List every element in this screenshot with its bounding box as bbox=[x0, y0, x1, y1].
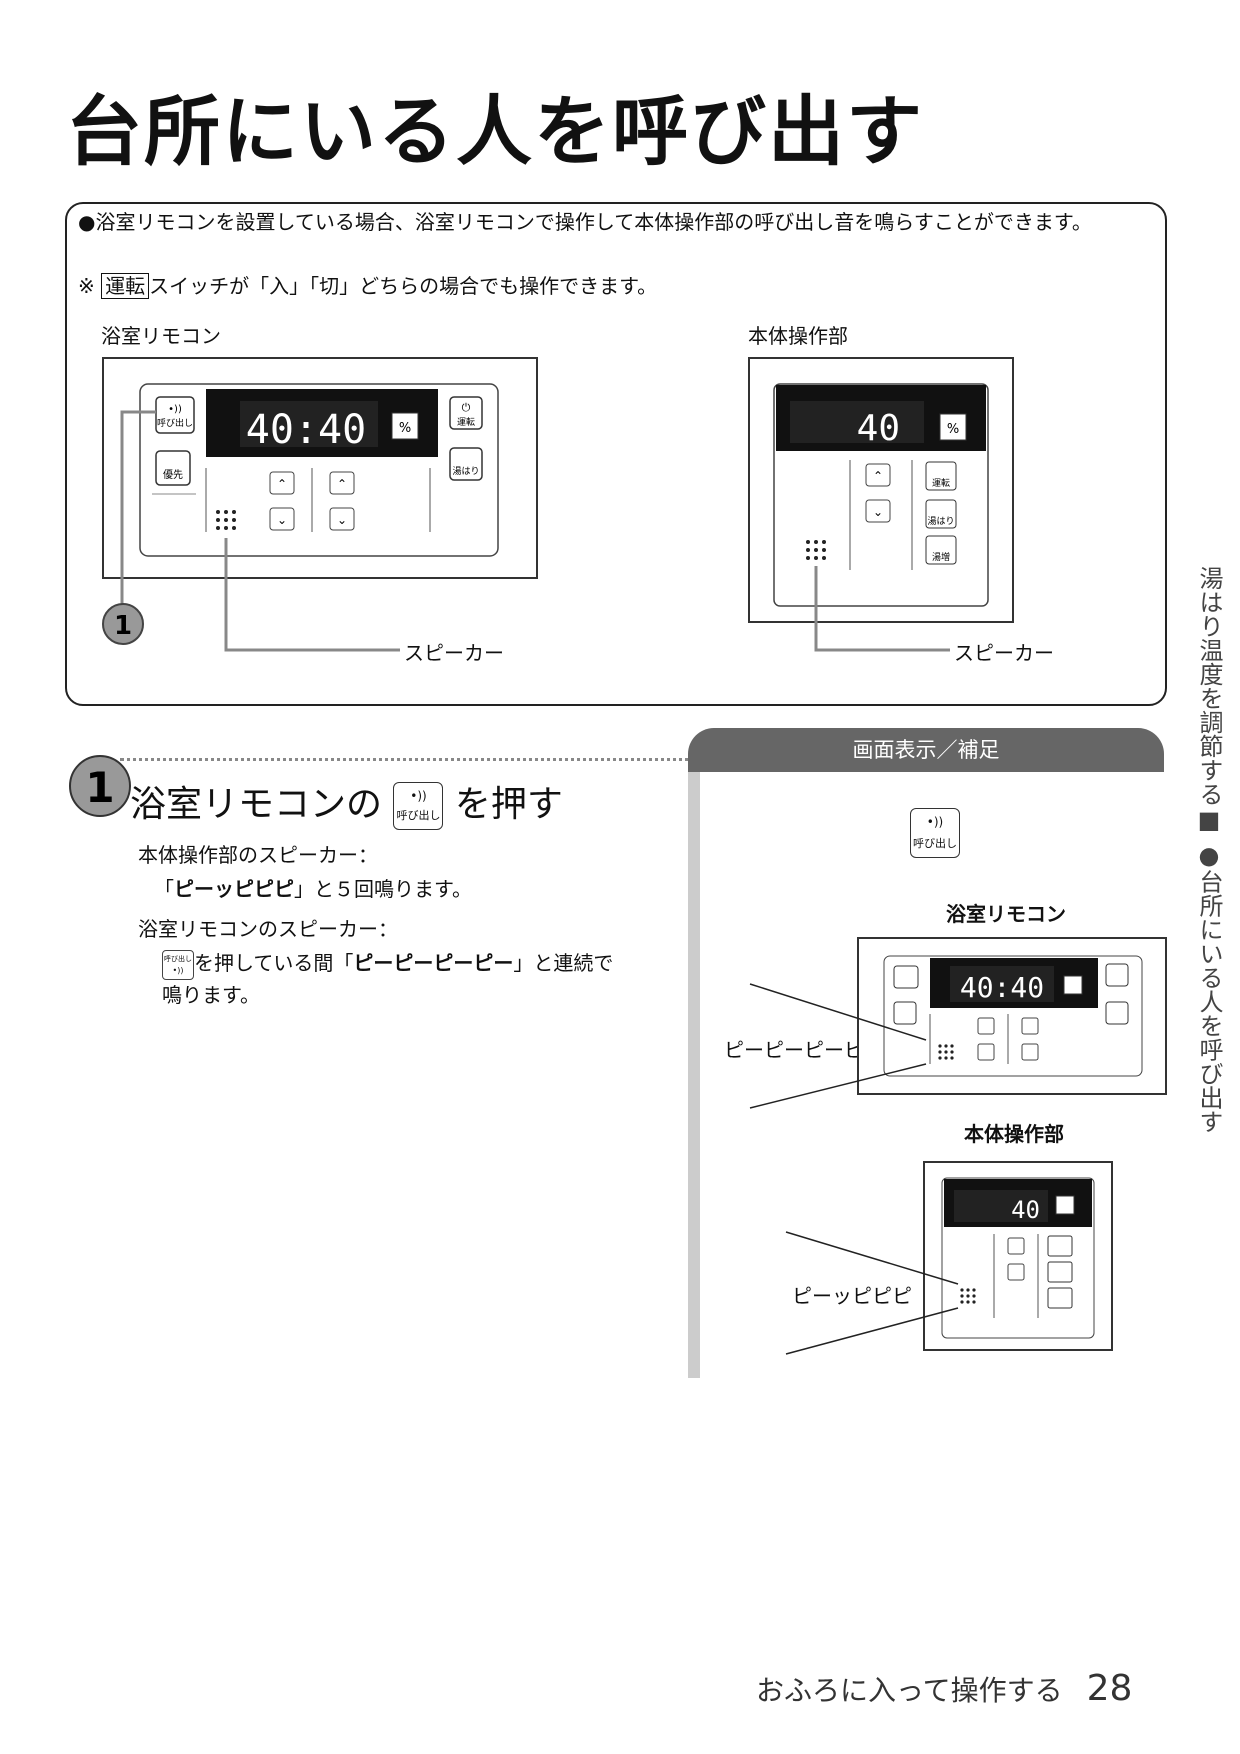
call-button-icon: •)) 呼び出し bbox=[910, 808, 960, 858]
svg-text:1: 1 bbox=[85, 763, 114, 812]
info-box bbox=[65, 202, 1167, 706]
page-number: 28 bbox=[1086, 1668, 1133, 1709]
side-diagrams: 40:40 40 bbox=[749, 937, 1167, 1355]
page-title: 台所にいる人を呼び出す bbox=[66, 87, 924, 176]
step-heading-pre: 浴室リモコンの bbox=[130, 784, 383, 825]
side-main-label: 本体操作部 bbox=[964, 1122, 1064, 1146]
svg-text:40:40: 40:40 bbox=[246, 407, 366, 453]
step-line-4: •)) 呼び出し を押している間「ピーピーピーピー」と連続で bbox=[162, 946, 613, 980]
priority-button-diagram bbox=[155, 450, 191, 486]
svg-text:⌃: ⌃ bbox=[337, 477, 347, 491]
svg-text:優先: 優先 bbox=[163, 468, 183, 481]
svg-text:湯増: 湯増 bbox=[932, 551, 950, 563]
side-panel-header: 画面表示／補足 bbox=[688, 728, 1164, 772]
svg-text:⌃: ⌃ bbox=[277, 477, 287, 491]
svg-text:呼び出し: 呼び出し bbox=[157, 417, 193, 429]
divider bbox=[120, 758, 1164, 761]
note-suffix: スイッチが「入」「切」どちらの場合でも操作できます。 bbox=[149, 274, 658, 298]
main-unit-label: 本体操作部 bbox=[748, 324, 848, 348]
speaker-label-main: スピーカー bbox=[954, 641, 1054, 665]
svg-text:⌃: ⌃ bbox=[873, 469, 883, 483]
svg-text:•)): •)) bbox=[168, 404, 182, 415]
step-line-3: 浴室リモコンのスピーカー： bbox=[138, 917, 398, 941]
call-button-icon: •)) 呼び出し bbox=[393, 782, 444, 830]
call-button-diagram bbox=[155, 396, 195, 434]
svg-text:運転: 運転 bbox=[457, 417, 475, 428]
svg-text:湯はり: 湯はり bbox=[452, 466, 479, 477]
svg-text:⌄: ⌄ bbox=[277, 513, 287, 527]
side-panel-rule bbox=[688, 772, 700, 1378]
side-main-sound: ピーッピピピ bbox=[792, 1284, 912, 1308]
svg-text:⌄: ⌄ bbox=[873, 505, 883, 519]
svg-text:1: 1 bbox=[114, 611, 132, 641]
step-number-badge: 1 bbox=[69, 755, 131, 817]
note-line: ※ 運転スイッチが「入」「切」どちらの場合でも操作できます。 bbox=[78, 270, 657, 299]
step-line-1: 本体操作部のスピーカー： bbox=[138, 843, 378, 867]
step-heading: 浴室リモコンの •)) 呼び出し を押す bbox=[130, 775, 563, 830]
svg-text:⏻: ⏻ bbox=[462, 401, 471, 414]
svg-text:40:40: 40:40 bbox=[960, 971, 1044, 1004]
svg-text:⌄: ⌄ bbox=[337, 513, 347, 527]
intro-text: ●浴室リモコンを設置している場合、浴室リモコンで操作して本体操作部の呼び出し音を… bbox=[78, 210, 1092, 234]
step-heading-post: を押す bbox=[454, 784, 563, 825]
svg-text:40: 40 bbox=[857, 408, 900, 449]
footer-text: おふろに入って操作する bbox=[756, 1674, 1063, 1707]
speaker-label-bath: スピーカー bbox=[404, 641, 504, 665]
svg-text:%: % bbox=[947, 422, 959, 437]
side-chapter-tab: 湯はり温度を調節する■ ●台所にいる人を呼び出す bbox=[1195, 566, 1223, 1134]
call-button-small-icon: •)) 呼び出し bbox=[162, 949, 194, 980]
svg-text:%: % bbox=[399, 421, 411, 436]
top-diagrams: •)) 呼び出し 優先 40:40 % ⏻ 運転 湯はり ⌃ ⌄ ⌃ ⌄ 1 4… bbox=[102, 357, 1014, 652]
side-bath-label: 浴室リモコン bbox=[946, 902, 1066, 926]
bath-remote-label: 浴室リモコン bbox=[101, 324, 221, 348]
svg-text:40: 40 bbox=[1011, 1196, 1040, 1224]
svg-text:湯はり: 湯はり bbox=[927, 516, 954, 527]
side-call-button: •)) 呼び出し bbox=[910, 808, 960, 858]
footer: おふろに入って操作する 28 bbox=[756, 1668, 1132, 1709]
run-key-label: 運転 bbox=[101, 273, 150, 299]
note-prefix: ※ bbox=[78, 274, 95, 298]
step-line-2: 「ピーッピピピ」と５回鳴ります。 bbox=[154, 877, 472, 901]
step-line-5: 鳴ります。 bbox=[162, 983, 260, 1007]
svg-text:運転: 運転 bbox=[932, 478, 950, 489]
